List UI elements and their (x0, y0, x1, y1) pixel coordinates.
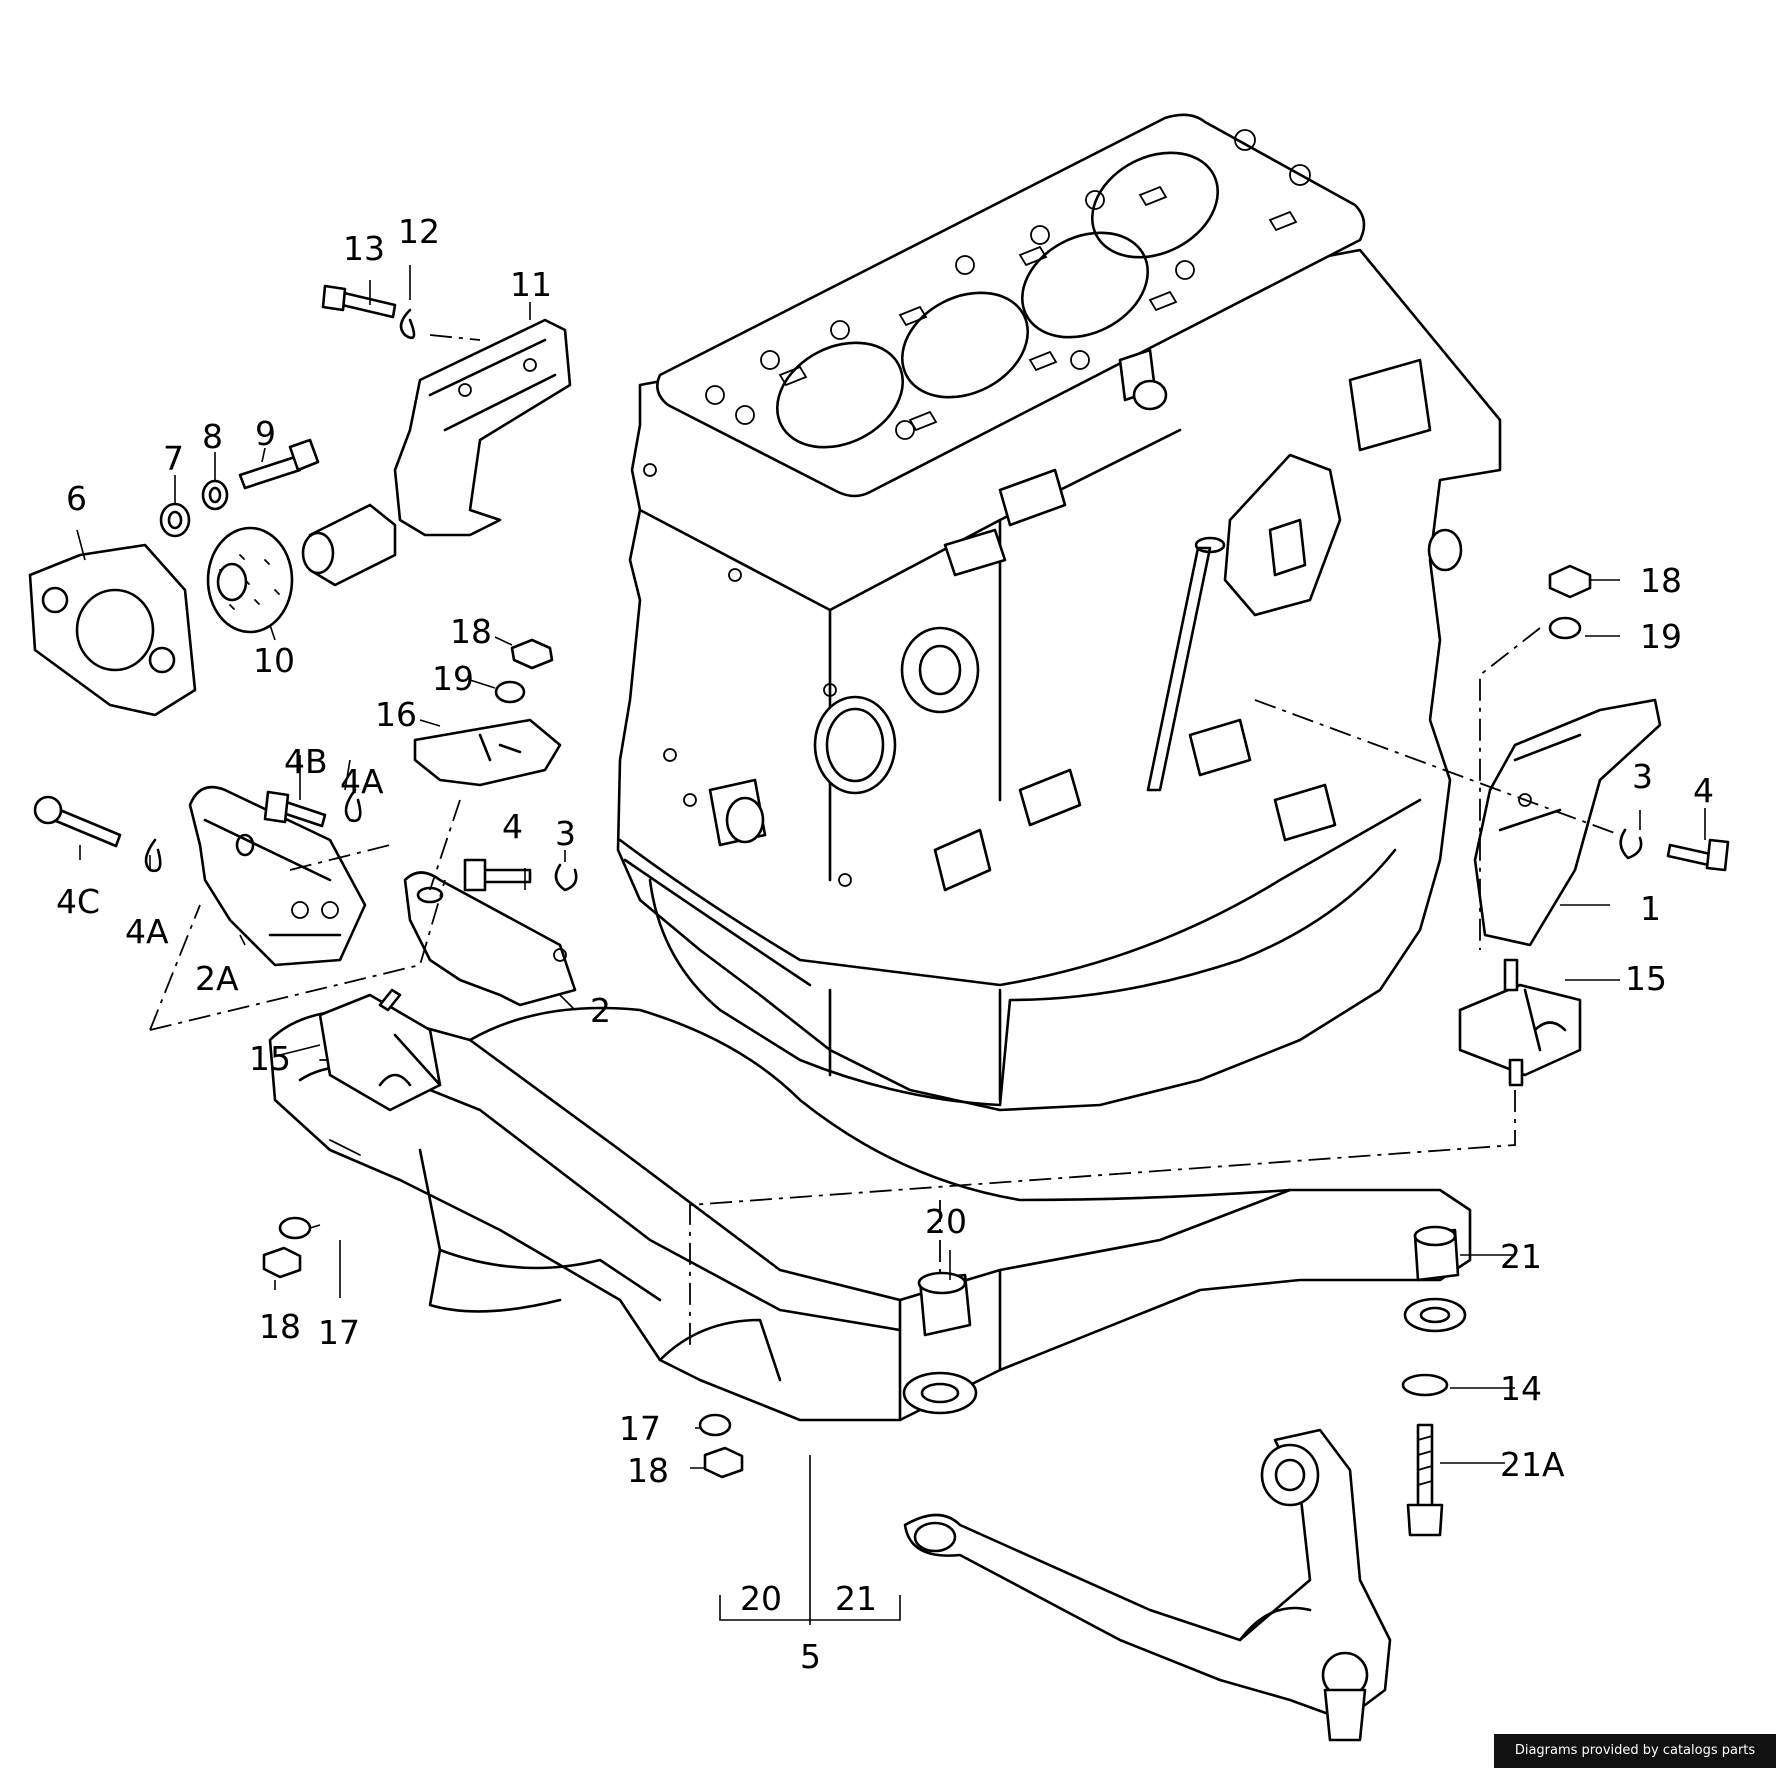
callout-15-left: 15 (249, 1039, 291, 1078)
lower-control-arm (903, 1428, 1392, 1742)
callout-4c: 4C (56, 882, 100, 921)
callout-19-center: 19 (432, 659, 474, 698)
callout-20-top: 20 (925, 1202, 967, 1241)
callout-17-bottom: 17 (619, 1409, 661, 1448)
callout-15-right: 15 (1625, 959, 1667, 998)
callout-5: 5 (800, 1637, 821, 1676)
callout-labels: 1 2 2A 3 3 4 4 4A 4A 4B 4C 5 6 7 8 9 10 … (56, 212, 1714, 1676)
callout-20-bottom: 20 (740, 1579, 782, 1618)
callout-21-bottom: 21 (835, 1579, 877, 1618)
callout-4b: 4B (284, 742, 328, 781)
callout-11: 11 (510, 265, 552, 304)
credit-banner: Diagrams provided by catalogs parts (1494, 1734, 1776, 1768)
callout-18-left: 18 (259, 1307, 301, 1346)
callout-21-right: 21 (1500, 1237, 1542, 1276)
rubber-mounts (318, 958, 1582, 1112)
callout-10: 10 (253, 641, 295, 680)
left-mount-assembly (28, 284, 572, 717)
callout-13: 13 (343, 229, 385, 268)
callout-8: 8 (202, 417, 223, 456)
callout-4-right: 4 (1693, 771, 1714, 810)
callout-2a: 2A (195, 959, 239, 998)
callout-18-bottom: 18 (627, 1451, 669, 1490)
callout-4a-upper: 4A (340, 762, 384, 801)
connection-lines (149, 334, 1621, 1350)
callout-7: 7 (163, 439, 184, 478)
callout-2: 2 (590, 991, 611, 1030)
leader-lines (76, 265, 1706, 1625)
callout-6: 6 (66, 479, 87, 518)
callout-3-center: 3 (555, 814, 576, 853)
callout-4-center: 4 (502, 807, 523, 846)
callout-18-right: 18 (1640, 561, 1682, 600)
engine-block (616, 113, 1502, 1112)
callout-12: 12 (398, 212, 440, 251)
callout-4a-lower: 4A (125, 912, 169, 951)
callout-14: 14 (1500, 1369, 1542, 1408)
bottom-hardware (262, 1216, 1460, 1537)
callout-3-right: 3 (1632, 757, 1653, 796)
callout-17-left: 17 (318, 1313, 360, 1352)
callout-21a: 21A (1500, 1445, 1565, 1484)
callout-19-right: 19 (1640, 617, 1682, 656)
callout-1: 1 (1640, 889, 1661, 928)
callout-18-center: 18 (450, 612, 492, 651)
right-mount-assembly (1473, 564, 1730, 947)
callout-9: 9 (255, 414, 276, 453)
callout-16: 16 (375, 695, 417, 734)
